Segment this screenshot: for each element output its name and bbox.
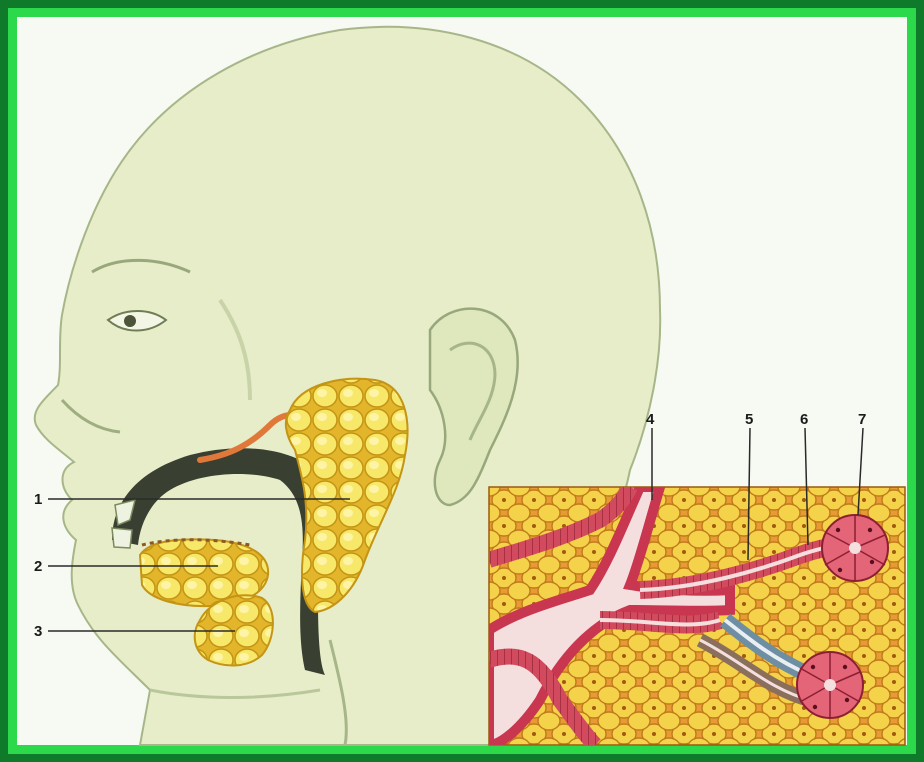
label-1: 1 <box>34 491 42 508</box>
label-2: 2 <box>34 558 42 575</box>
label-6: 6 <box>800 411 808 428</box>
acinus-lower <box>797 652 863 718</box>
label-4: 4 <box>646 411 655 428</box>
label-3: 3 <box>34 623 42 640</box>
histology-inset <box>489 487 905 745</box>
acinus-upper <box>822 515 888 581</box>
label-5: 5 <box>745 411 753 428</box>
label-7: 7 <box>858 411 866 428</box>
